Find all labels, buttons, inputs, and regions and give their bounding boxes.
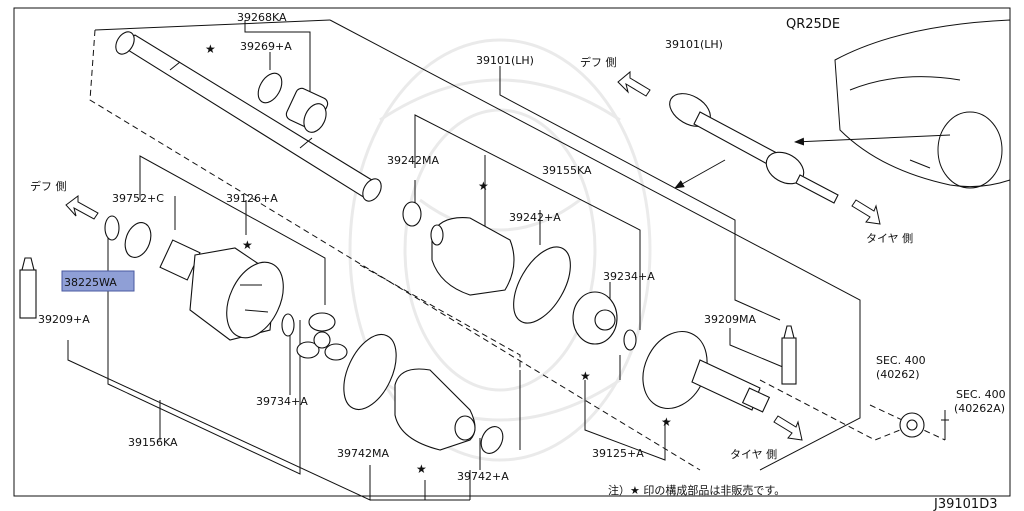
part-label-39209MA[interactable]: 39209MA [704, 313, 756, 326]
inset-shaft [669, 93, 839, 204]
leader-39126A [245, 200, 326, 305]
part-label-39209A[interactable]: 39209+A [38, 313, 90, 326]
arrow-diff-side-top [617, 70, 651, 97]
tripod-spider[interactable] [296, 312, 348, 361]
part-label-39156KA[interactable]: 39156KA [128, 436, 178, 449]
label-tire-side-top: タイヤ 側 [866, 232, 913, 245]
boot-band-39242A[interactable] [502, 238, 582, 333]
guide-line-inner [359, 264, 521, 440]
part-label-39234A[interactable]: 39234+A [603, 270, 655, 283]
label-diff-side-top: デフ 側 [580, 55, 617, 69]
inner-boot[interactable] [394, 368, 476, 451]
boot-band-39242MA[interactable] [402, 201, 422, 227]
part-label-39268KA[interactable]: 39268KA [237, 11, 287, 24]
part-label-39125A[interactable]: 39125+A [592, 447, 644, 460]
part-label-39242A[interactable]: 39242+A [509, 211, 561, 224]
svg-text:★: ★ [478, 179, 489, 193]
leader-39125A [584, 355, 666, 461]
diagram-frame [13, 7, 1011, 497]
part-label-sec400-40262-title[interactable]: SEC. 400 [876, 354, 926, 367]
part-label-39734A[interactable]: 39734+A [256, 395, 308, 408]
ring-39752[interactable] [121, 219, 156, 261]
part-label-39242MA[interactable]: 39242MA [387, 154, 439, 167]
boot-band-39742MA[interactable] [333, 326, 407, 417]
snap-ring-39269[interactable] [253, 69, 286, 107]
label-diff-side-left: デフ 側 [30, 179, 67, 193]
svg-text:★: ★ [205, 42, 216, 56]
engine-code: QR25DE [786, 17, 840, 32]
part-label-sec400-40262A-title[interactable]: SEC. 400 [956, 388, 1006, 401]
circlip-39734[interactable] [281, 313, 295, 337]
leader-39209MA [729, 328, 791, 371]
label-tire-side-bottom: タイヤ 側 [730, 448, 777, 461]
arrow-tire-side-top [851, 199, 881, 225]
grease-tube-39209MA[interactable] [781, 325, 797, 385]
assembly-outline-top [94, 19, 331, 31]
part-label-38225WA[interactable]: 38225WA [64, 276, 117, 289]
part-label-39126A[interactable]: 39126+A [226, 192, 278, 205]
grease-tube-39209A[interactable] [19, 257, 37, 319]
circlip-left[interactable] [104, 215, 120, 241]
damper-39268[interactable] [284, 86, 330, 135]
outer-joint-39125[interactable] [631, 321, 771, 419]
part-label-39101LH-main[interactable]: 39101(LH) [476, 54, 534, 67]
part-label-39742A[interactable]: 39742+A [457, 470, 509, 483]
diagram-code: J39101D3 [933, 497, 997, 511]
svg-text:★: ★ [416, 462, 427, 476]
joint-housing-39126[interactable] [159, 239, 294, 347]
part-label-39752C[interactable]: 39752+C [112, 192, 164, 205]
assembly-outline [89, 29, 701, 471]
part-label-39155KA[interactable]: 39155KA [542, 164, 592, 177]
vehicle-silhouette [834, 19, 1011, 189]
joint-cage[interactable] [572, 291, 618, 345]
footnote: 注）★ 印の構成部品は非販売です。 [608, 483, 785, 497]
boot-band-39742A[interactable] [477, 423, 507, 457]
outer-boot[interactable] [430, 217, 515, 296]
inset-pointer-line [794, 134, 951, 146]
svg-text:★: ★ [580, 369, 591, 383]
hub-nut[interactable] [899, 412, 925, 438]
part-label-39742MA[interactable]: 39742MA [337, 447, 389, 460]
assembly-outline-right [329, 19, 861, 471]
drive-shaft[interactable] [112, 29, 385, 205]
part-label-sec400-40262A-code[interactable]: (40262A) [954, 402, 1005, 415]
arrow-tire-side-bottom [773, 415, 803, 441]
circlip-39234[interactable] [623, 329, 637, 351]
part-label-39101LH-inset[interactable]: 39101(LH) [665, 38, 723, 51]
leader-39268KA [244, 20, 311, 95]
cotter-pin[interactable] [941, 410, 949, 440]
leader-39752C [139, 155, 326, 280]
non-sale-star-markers: ★ ★ ★ ★ ★ ★ [205, 42, 672, 476]
leader-39155KA [499, 66, 781, 321]
arrow-diff-side-left [65, 195, 99, 220]
leader-39742MA [369, 465, 471, 501]
part-label-39269A[interactable]: 39269+A [240, 40, 292, 53]
svg-text:★: ★ [242, 238, 253, 252]
selected-part-highlight [61, 270, 135, 292]
part-label-sec400-40262-code[interactable]: (40262) [876, 368, 920, 381]
svg-text:★: ★ [661, 415, 672, 429]
inset-direction-arrow [674, 159, 726, 189]
